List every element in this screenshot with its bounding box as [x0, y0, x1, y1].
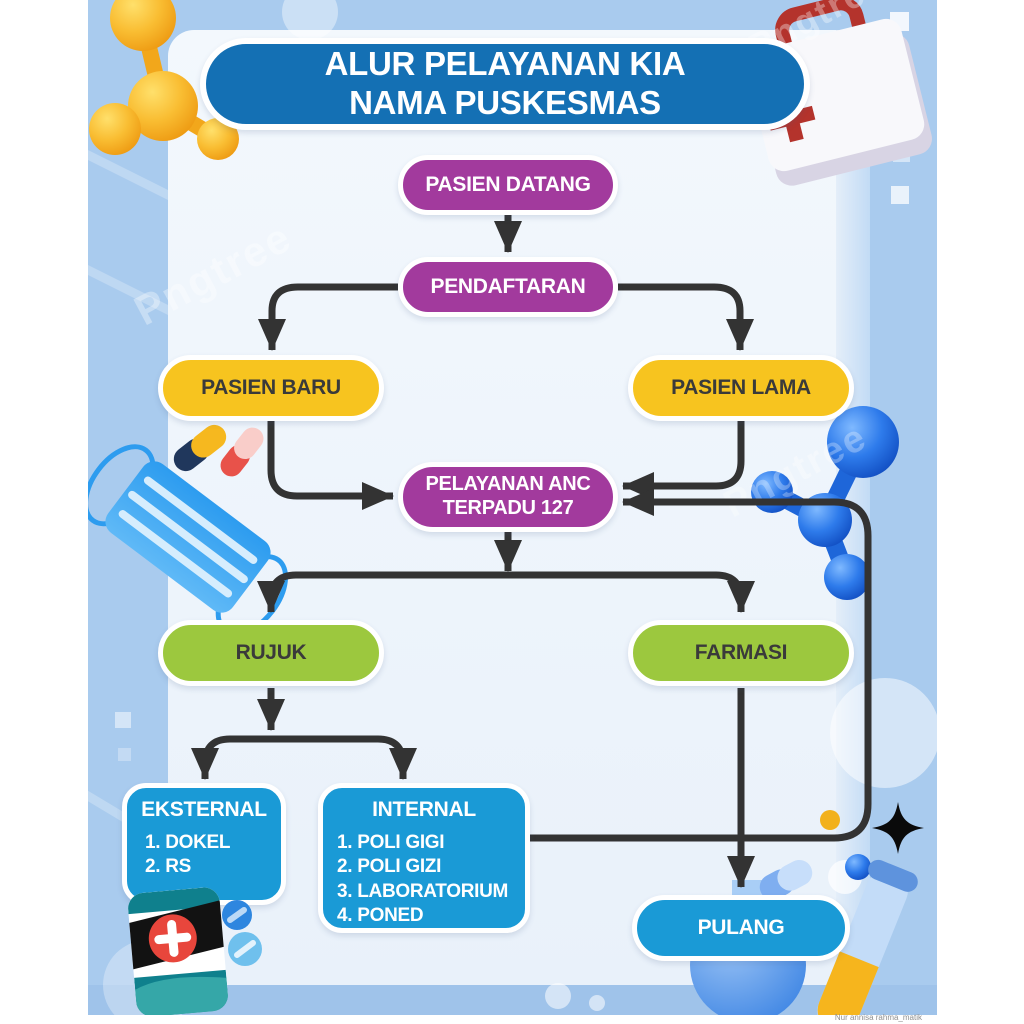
node-pelayanan-anc: PELAYANAN ANC TERPADU 127 — [398, 462, 618, 532]
yellow-dot-icon — [820, 810, 840, 830]
node-farmasi: FARMASI — [628, 620, 854, 686]
sparkle-icon — [872, 802, 924, 854]
title-line-1: ALUR PELAYANAN KIA — [324, 45, 686, 83]
flow-arrows — [191, 215, 872, 888]
node-pasien-datang: PASIEN DATANG — [398, 155, 618, 215]
title-line-2: NAMA PUSKESMAS — [349, 84, 661, 121]
eksternal-item: 2. RS — [145, 856, 192, 878]
blue-molecule-icon — [751, 406, 899, 600]
test-tube-icon — [817, 859, 918, 1015]
eksternal-item: 1. DOKEL — [145, 832, 231, 853]
node-pasien-baru: PASIEN BARU — [158, 355, 384, 421]
capsule-pill-icon — [759, 859, 813, 901]
node-pasien-lama: PASIEN LAMA — [628, 355, 854, 421]
internal-item: 1. POLI GIGI — [337, 832, 445, 853]
poster-title: ALUR PELAYANAN KIA NAMA PUSKESMAS — [200, 38, 810, 130]
poster: Pngtree Pngtree Pngtree ALUR PELAYANAN — [88, 0, 937, 1015]
node-eksternal: EKSTERNAL 1. DOKEL 2. RS — [122, 783, 286, 905]
internal-item: 4. PONED — [337, 904, 424, 926]
eksternal-title: EKSTERNAL — [141, 798, 267, 821]
internal-item: 3. LABORATORIUM — [337, 880, 509, 902]
capsule-pill-icon — [220, 427, 264, 477]
pelayanan-line-2: TERPADU 127 — [442, 497, 574, 519]
round-pill-icon — [845, 854, 871, 880]
capsule-pill-icon — [173, 424, 227, 472]
mask-icon — [88, 444, 289, 637]
node-rujuk: RUJUK — [158, 620, 384, 686]
small-squares — [115, 712, 131, 761]
node-pulang: PULANG — [632, 895, 850, 961]
internal-item: 2. POLI GIZI — [337, 856, 442, 878]
node-pendaftaran: PENDAFTARAN — [398, 257, 618, 317]
yellow-molecule-icon — [89, 0, 239, 160]
node-internal: INTERNAL 1. POLI GIGI 2. POLI GIZI 3. LA… — [318, 783, 530, 933]
internal-title: INTERNAL — [372, 798, 476, 821]
credit-text: Nur annisa rahma_matik — [834, 1013, 922, 1022]
pelayanan-line-1: PELAYANAN ANC — [425, 473, 591, 496]
